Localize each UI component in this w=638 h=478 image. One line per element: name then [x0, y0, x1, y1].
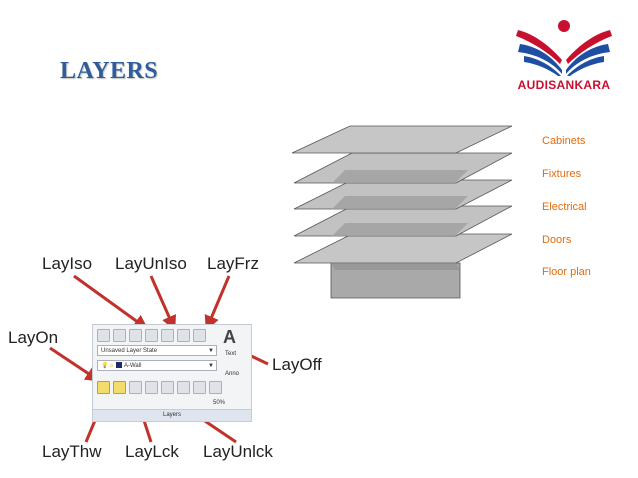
layuniso-icon[interactable] — [161, 329, 174, 342]
layer-state-dropdown[interactable]: Unsaved Layer State ▼ — [97, 345, 217, 356]
layer-properties-icon[interactable] — [97, 329, 110, 342]
brand-name: AUDISANKARA — [517, 78, 611, 92]
text-panel-label: Text — [225, 351, 237, 357]
callout-laylck: LayLck — [125, 442, 179, 461]
callout-layunlck: LayUnlck — [203, 442, 273, 461]
zoom-level: 50% — [213, 400, 226, 406]
layer-merge-icon[interactable] — [177, 381, 190, 394]
layer-copy-icon[interactable] — [209, 381, 222, 394]
laylck-icon[interactable] — [129, 381, 142, 394]
callout-layiso: LayIso — [42, 254, 93, 273]
annotation-panel-label: Anno — [225, 371, 240, 377]
legend-floor-plan: Floor plan — [542, 266, 591, 278]
callout-laythw: LayThw — [42, 442, 102, 461]
layiso-icon[interactable] — [145, 329, 158, 342]
ribbon-top-tools — [97, 329, 206, 342]
layer-electrical — [293, 179, 513, 210]
book-logo-icon — [516, 20, 612, 76]
layer-cabinets — [291, 125, 513, 154]
callout-layoff: LayOff — [272, 355, 322, 374]
layer-color-swatch — [115, 362, 122, 369]
legend-fixtures: Fixtures — [542, 168, 582, 180]
callout-layfrz: LayFrz — [207, 254, 259, 273]
slide-title: LAYERS — [60, 58, 159, 84]
legend-electrical: Electrical — [542, 201, 587, 213]
layfrz-icon[interactable] — [177, 329, 190, 342]
layer-walk-icon[interactable] — [161, 381, 174, 394]
current-layer-value: A-Wall — [123, 363, 142, 369]
callout-layon: LayOn — [8, 328, 59, 347]
audisankara-logo: AUDISANKARA — [504, 12, 624, 97]
text-style-icon[interactable]: A — [223, 327, 236, 347]
layunlck-icon[interactable] — [145, 381, 158, 394]
callout-layuniso: LayUnIso — [115, 254, 187, 273]
layer-floor-plan — [293, 233, 513, 299]
layer-fixtures — [293, 152, 513, 184]
legend-cabinets: Cabinets — [542, 135, 586, 147]
layer-state-value: Unsaved Layer State — [101, 348, 158, 354]
chevron-down-icon: ▼ — [208, 348, 214, 354]
current-layer-dropdown[interactable]: 💡☼ A-Wall ▼ — [97, 360, 217, 371]
lightbulb-icon: 💡 — [101, 363, 109, 369]
sun-icon: ☼ — [108, 363, 114, 369]
ribbon-bottom-tools — [97, 381, 222, 394]
ribbon-panel-title[interactable]: Layers — [93, 409, 251, 421]
layer-match-icon[interactable] — [113, 329, 126, 342]
layer-delete-icon[interactable] — [193, 381, 206, 394]
chevron-down-icon: ▼ — [208, 363, 214, 369]
layers-ribbon-panel: A Text Anno Unsaved Layer State ▼ 💡☼ A-Wa… — [92, 324, 252, 422]
layoff-icon[interactable] — [193, 329, 206, 342]
legend-doors: Doors — [542, 234, 572, 246]
laythw-icon[interactable] — [113, 381, 126, 394]
layer-previous-icon[interactable] — [129, 329, 142, 342]
layer-doors — [293, 205, 513, 237]
layon-icon[interactable] — [97, 381, 110, 394]
